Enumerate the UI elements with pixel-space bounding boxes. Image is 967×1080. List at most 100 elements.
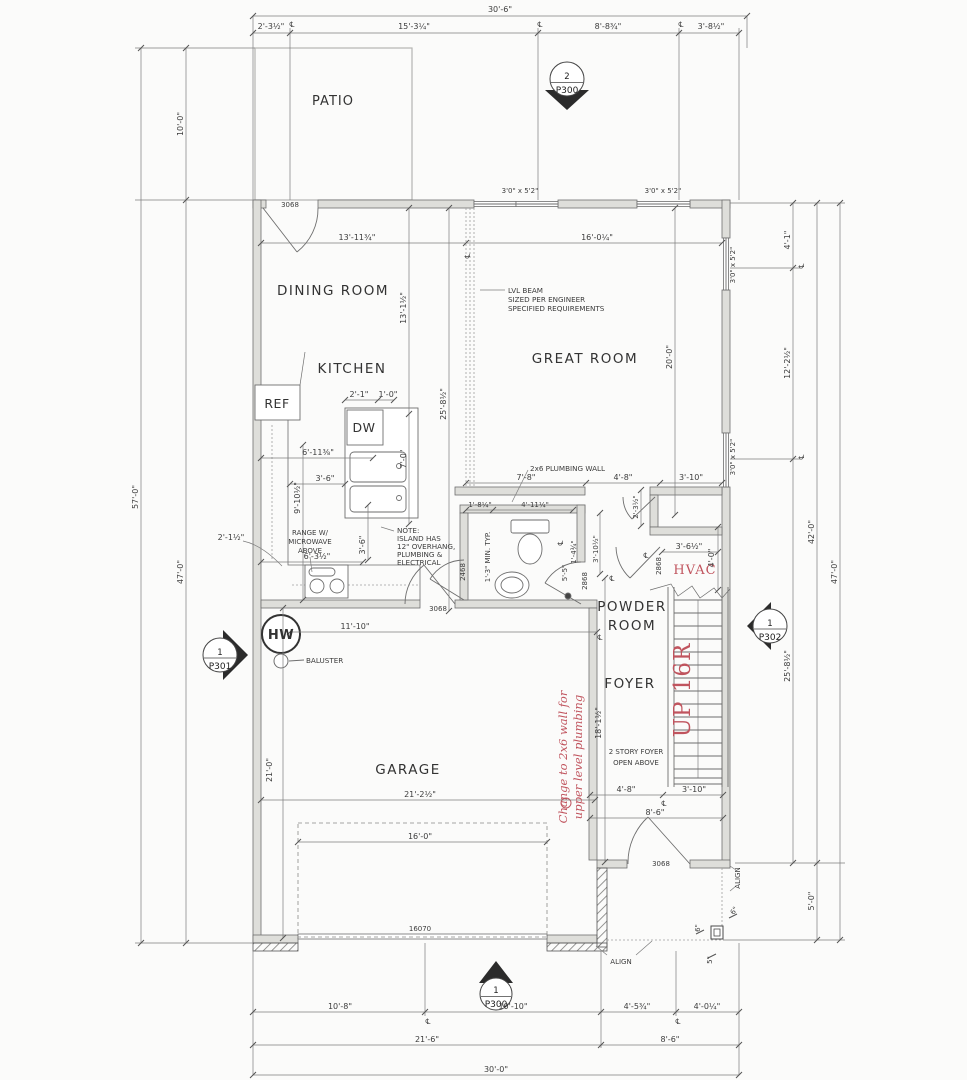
dim-powder-min-typ: 1'-3" MIN. TYP. [484, 532, 492, 583]
note-island-4: PLUMBING & [397, 550, 443, 559]
garage-door [297, 822, 548, 940]
lvl-beam-line [465, 208, 475, 487]
dim-island-4: 3'-6" [358, 536, 367, 555]
centerline-powder: ℄ [610, 574, 615, 583]
window-symbols [473, 201, 729, 488]
dim-powder-2: 4'-11¼" [521, 501, 549, 509]
dw-label: DW [353, 420, 376, 435]
note-2story-2: OPEN ABOVE [613, 759, 659, 767]
dim-top-2: 15'-3¼" [398, 22, 430, 31]
dim-right-5: 5'-0" [807, 892, 816, 911]
centerline-foyer: ℄ [662, 799, 667, 808]
dim-top-4: 3'-8½" [698, 22, 725, 31]
dim-bot-1: 10'-8" [328, 1002, 352, 1011]
red-note-line-2: upper level plumbing [571, 695, 585, 819]
dim-garage-2: 21'-2½" [404, 790, 436, 799]
powder-fixtures [494, 519, 572, 600]
centerline-bot-1: ℄ [426, 1017, 431, 1026]
door-2868-powder: 2868 [581, 572, 589, 590]
dim-foyer-3: 8'-6" [646, 808, 665, 817]
dim-powder-5: 5'-5" [561, 565, 569, 582]
dim-right-4: 42'-0" [807, 520, 816, 544]
dim-great-s3: 3'-10" [679, 473, 703, 482]
room-label-kitchen: KITCHEN [318, 361, 387, 377]
note-align-1: ALIGN [610, 958, 631, 966]
centerline-garage: ℄ [598, 633, 603, 642]
centerline-top-3: ℄ [679, 20, 684, 29]
section-marker-p300-bottom: 1 P300 [479, 961, 513, 1011]
dim-garage-width: 11'-10" [340, 622, 369, 631]
dim-counter-5: 2'-1½" [218, 533, 245, 542]
dim-row-great: 16'-0¼" [581, 233, 613, 242]
window-label-top-1: 3'0" x 5'2" [502, 187, 539, 195]
section-marker-p302: 1 P302 [747, 602, 788, 650]
dim-foyer-height: 18'-1½" [594, 707, 603, 739]
note-island-3: 12" OVERHANG, [397, 542, 455, 551]
dim-powder-1: 1'-8¼" [468, 501, 491, 509]
note-lvl-3: SPECIFIED REQUIREMENTS [508, 304, 605, 313]
dim-right-3: 25'-8½" [783, 650, 792, 682]
dim-island-1: 2'-1" [350, 390, 369, 399]
dim-powder-4: 1'-4¾" [570, 540, 578, 563]
room-label-powder-2: ROOM [608, 618, 656, 634]
window-label-right-1: 3'0" x 5'2" [729, 247, 737, 284]
dim-hvac-2: 3'-6½" [676, 542, 703, 551]
section-marker-p301: 1 P301 [202, 630, 248, 680]
dim-left-house: 47'-0" [176, 560, 185, 584]
dim-bot-2: 10'-10" [498, 1002, 527, 1011]
dim-garage-depth: 21'-0" [265, 758, 274, 782]
centerline-hvac: ℄ [644, 551, 649, 560]
note-island-5: ELECTRICAL [397, 558, 441, 567]
centerline-beam: ℄ [463, 253, 472, 258]
dim-right-6: 47'-0" [830, 560, 839, 584]
dim-row-dining: 13'-11¾" [339, 233, 376, 242]
interior-walls [252, 486, 723, 952]
centerline-right-1: ℄ [797, 263, 806, 268]
dim-bot-5: 21'-6" [415, 1035, 439, 1044]
red-note-line-1: Change to 2x6 wall for [556, 689, 570, 823]
dim-hvac-3: 4'-0" [707, 549, 716, 568]
window-label-top-2: 3'0" x 5'2" [645, 187, 682, 195]
note-range-1: RANGE W/ [292, 529, 329, 537]
dim-porch-5: 5" [706, 956, 714, 964]
entry-porch [607, 868, 724, 941]
door-swings [262, 207, 691, 865]
revision-mark [560, 797, 572, 809]
dim-bot-6: 8'-6" [661, 1035, 680, 1044]
note-island-1: NOTE: [397, 526, 419, 535]
centerline-bot-2: ℄ [676, 1017, 681, 1026]
kitchen-fixtures [254, 351, 421, 600]
dim-bot-3: 4'-5¾" [624, 1002, 651, 1011]
centerline-powder-2: ℄ [556, 540, 565, 545]
dim-powder-3: 3'-10½" [592, 535, 600, 563]
hvac-label: HVAC [673, 563, 716, 578]
dim-great-s2: 4'-8" [614, 473, 633, 482]
dim-island-3: 7'-0" [399, 450, 408, 469]
dim-foyer-2: 3'-10" [682, 785, 706, 794]
dim-top-overall: 30'-6" [488, 5, 512, 14]
p300-top-sheet: P300 [556, 86, 579, 96]
p302-number: 1 [767, 619, 772, 629]
centerline-top-1: ℄ [290, 20, 295, 29]
note-island-2: ISLAND HAS [397, 534, 441, 543]
window-label-right-2: 3'0" x 5'2" [729, 439, 737, 476]
garage-door-16070: 16070 [409, 925, 431, 933]
dim-porch-6a: 6" [694, 924, 702, 932]
p302-sheet: P302 [759, 633, 782, 643]
note-2story-1: 2 STORY FOYER [609, 748, 664, 756]
note-plumbing-wall: 2x6 PLUMBING WALL [530, 464, 605, 473]
dim-bot-4: 4'-0¼" [694, 1002, 721, 1011]
door-3068-front: 3068 [652, 860, 670, 868]
dim-great-s1: 7'-8" [517, 473, 536, 482]
dim-counter-1: 6'-11⅜" [302, 448, 334, 457]
patio-outline [254, 47, 413, 201]
dim-bot-overall: 30'-0" [484, 1065, 508, 1074]
exterior-walls [252, 199, 731, 944]
staircase [649, 583, 731, 787]
p300-top-number: 2 [564, 72, 569, 82]
door-2868-hvac: 2868 [655, 557, 663, 575]
room-label-patio: PATIO [312, 94, 354, 109]
dim-counter-4: 6'-3½" [304, 552, 331, 561]
